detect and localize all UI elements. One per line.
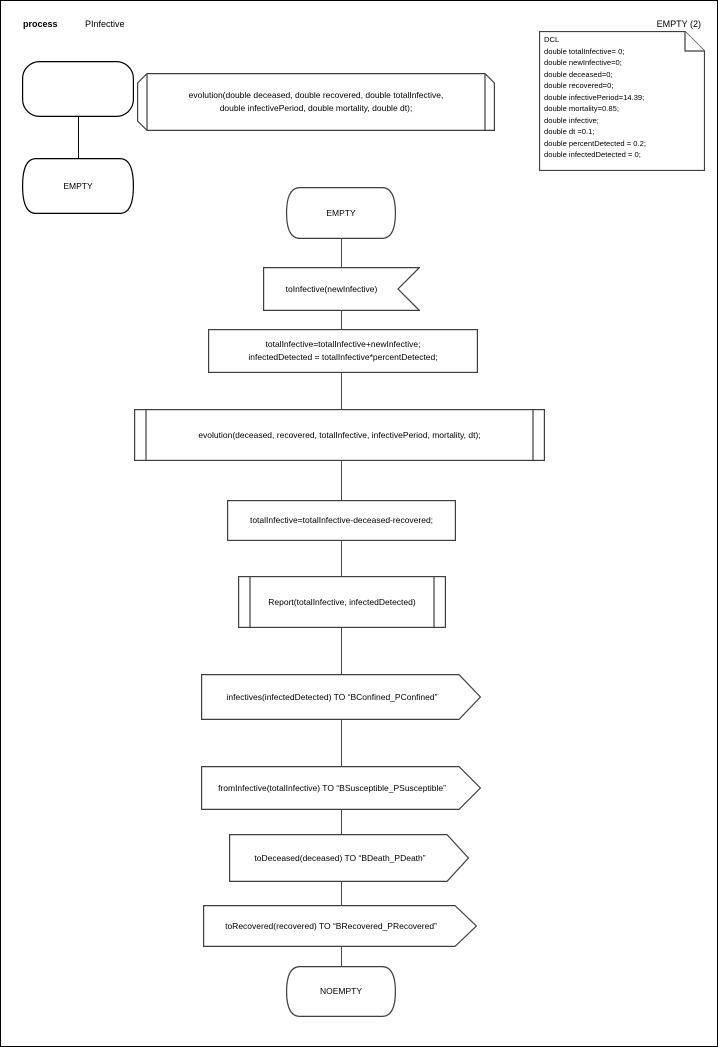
connector-output2-to-output3 [341,810,342,834]
output-shape [203,905,477,947]
procedure-declaration: evolution(double deceased, double recove… [137,73,495,131]
procedure-call-shape [134,409,545,461]
output-symbol-2: fromInfective(totalInfective) TO “BSusce… [201,766,481,810]
connector-task2-to-proc2 [341,541,342,576]
state-empty: EMPTY [286,187,396,239]
connector-state-to-input [341,239,342,267]
procedure-call-symbol-2: Report(totalInfective, infectedDetected) [238,576,446,628]
connector-decl-start-to-state [78,117,79,158]
procedure-call-symbol-1: evolution(deceased, recovered, totalInfe… [134,409,545,461]
process-name: PInfective [85,19,125,29]
start-shape [22,61,134,117]
procedure-declaration-shape [137,73,495,131]
state-shape [22,158,134,214]
task-shape [208,329,478,373]
input-symbol: toInfective(newInfective) [263,267,420,311]
connector-proc1-to-task2 [341,461,342,500]
connector-proc2-to-output1 [341,628,342,674]
dcl-note-text: DCL double totalInfective= 0; double new… [544,35,646,160]
note-shape [539,31,705,171]
output-symbol-4: toRecovered(recovered) TO “BRecovered_PR… [203,905,477,947]
connector-input-to-task1 [341,311,342,329]
dcl-note: DCL double totalInfective= 0; double new… [539,31,705,171]
state-noempty: NOEMPTY [286,966,396,1017]
page-label: EMPTY (2) [656,19,701,29]
output-symbol-3: toDeceased(deceased) TO “BDeath_PDeath” [229,834,469,882]
task-shape [227,500,456,541]
input-shape [263,267,420,311]
connector-output1-to-output2 [341,720,342,766]
connector-task1-to-proc1 [341,373,342,409]
decl-state-empty: EMPTY [22,158,134,214]
output-symbol-1: infectives(infectedDetected) TO “BConfin… [201,674,481,720]
connector-output3-to-output4 [341,882,342,905]
task-symbol-2: totalInfective=totalInfective-deceased-r… [227,500,456,541]
process-keyword: process [23,19,58,29]
connector-output4-to-state-end [341,947,342,966]
output-shape [201,766,481,810]
state-shape [286,966,396,1017]
procedure-call-shape [238,576,446,628]
task-symbol-1: totalInfective=totalInfective+newInfecti… [208,329,478,373]
start-symbol [22,61,134,117]
output-shape [229,834,469,882]
state-shape [286,187,396,239]
output-shape [201,674,481,720]
